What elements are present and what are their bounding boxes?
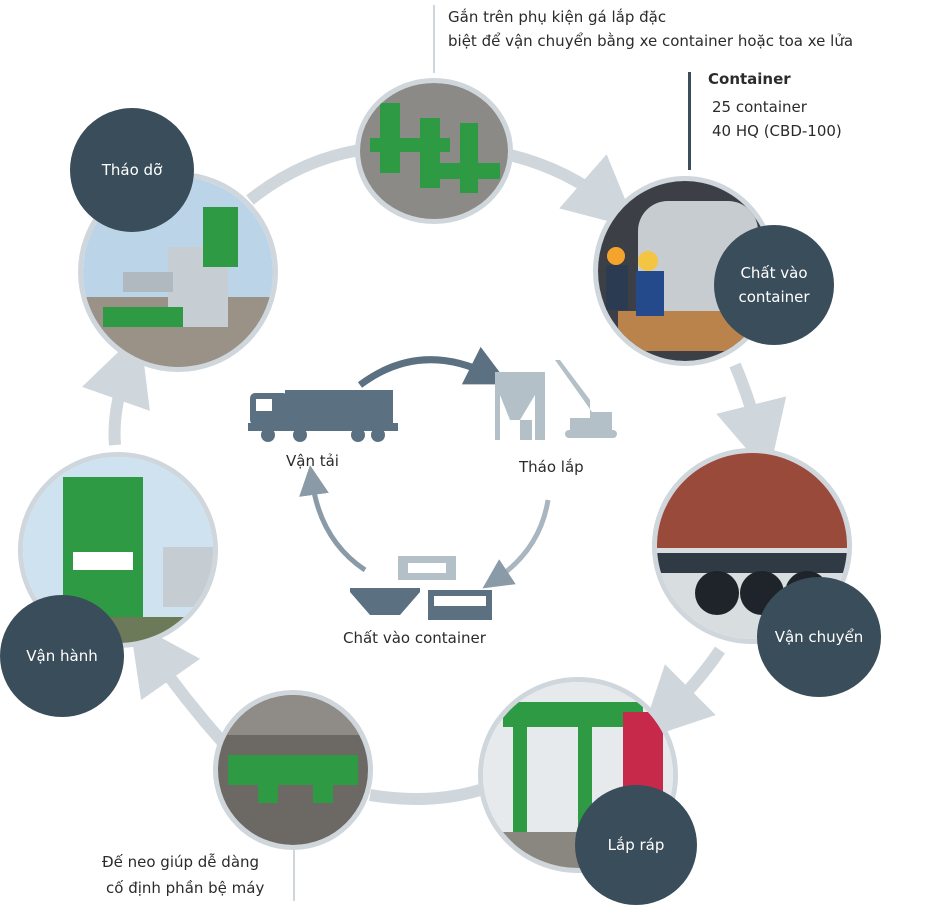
container-line2: 40 HQ (CBD-100) — [712, 122, 842, 140]
ring-arc-bottom — [369, 784, 482, 805]
step-badge-transport: Vận chuyển — [757, 577, 881, 697]
photo-mounting-accessories — [355, 78, 513, 224]
bottom-note-line1: Đế neo giúp dễ dàng — [102, 853, 260, 871]
inner-arrow-left — [299, 465, 367, 573]
container-note-line — [688, 72, 691, 170]
bottom-note-line — [293, 845, 295, 901]
ring-arc-top-right — [508, 149, 638, 229]
center-label-dismantle: Tháo lắp — [519, 458, 584, 476]
step-badge-dismantle: Tháo dỡ — [70, 108, 194, 232]
center-label-loading: Chất vào container — [343, 629, 486, 647]
top-note-line — [433, 5, 435, 73]
step-badge-loading: Chất vào container — [714, 225, 834, 345]
ring-arc-right-upper — [716, 362, 787, 475]
truck-icon — [248, 390, 398, 442]
inner-arrow-top — [357, 346, 509, 388]
step-badge-operation: Vận hành — [0, 595, 124, 717]
top-note-line2: biệt để vận chuyển bằng xe container hoặ… — [448, 32, 854, 50]
bottom-note-line2: cố định phần bệ máy — [106, 879, 265, 897]
center-label-transport: Vận tải — [286, 452, 339, 470]
step-badge-assembly: Lắp ráp — [575, 785, 697, 905]
top-note-line1: Gắn trên phụ kiện gá lắp đặc — [448, 8, 667, 26]
container-line1: 25 container — [712, 98, 807, 116]
ring-arc-right-lower — [639, 646, 725, 741]
photo-anchor-base — [213, 690, 373, 850]
ring-arc-left — [82, 331, 150, 446]
step-badge-loading-label: Chất vào container — [738, 264, 810, 306]
ring-arc-bottom-left — [129, 620, 230, 749]
container-title: Container — [708, 70, 791, 88]
loading-icon — [350, 556, 492, 620]
ring-arc-top-left — [246, 144, 361, 205]
inner-arrow-right — [482, 499, 551, 589]
dismantle-icon — [495, 360, 617, 440]
